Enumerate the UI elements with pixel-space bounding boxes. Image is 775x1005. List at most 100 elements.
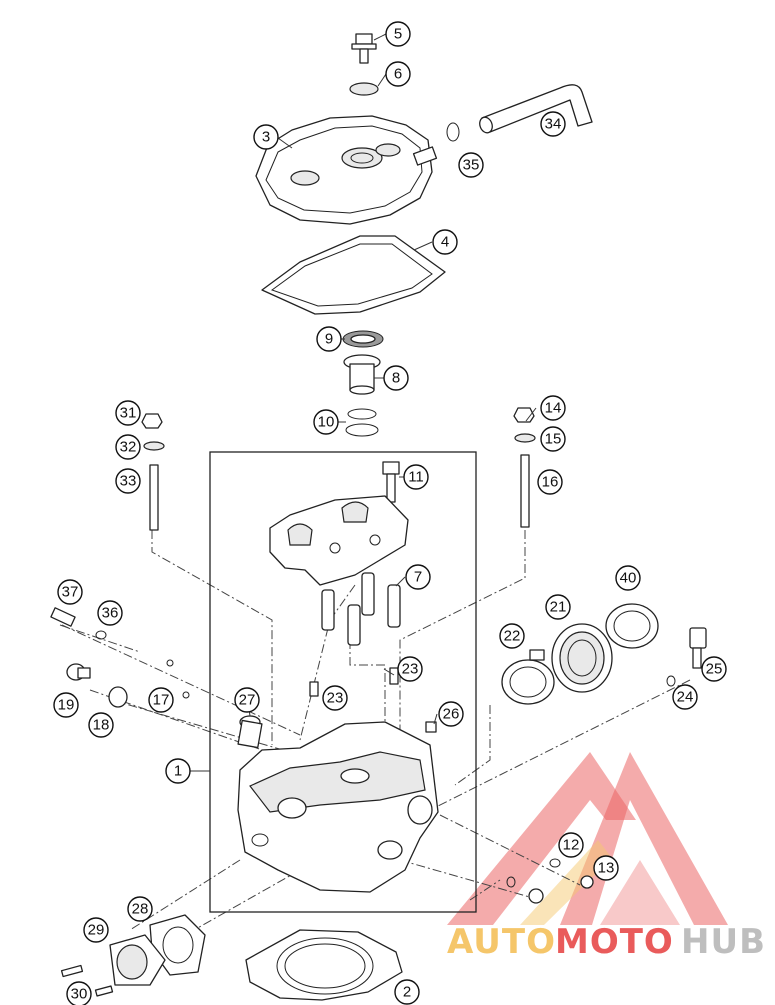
callout-29: 29 <box>83 917 109 943</box>
callout-3: 3 <box>253 124 279 150</box>
callout-28: 28 <box>127 896 153 922</box>
svg-text:32: 32 <box>120 439 137 456</box>
part-washer-lower <box>506 876 516 888</box>
part-o-rings-10 <box>345 408 379 437</box>
svg-text:18: 18 <box>93 717 110 734</box>
callout-31: 31 <box>115 400 141 426</box>
callout-15: 15 <box>540 426 566 452</box>
svg-text:13: 13 <box>598 860 615 877</box>
svg-text:7: 7 <box>414 569 422 586</box>
callout-8: 8 <box>383 365 409 391</box>
part-washer-6 <box>349 82 379 96</box>
svg-text:31: 31 <box>120 405 137 422</box>
svg-text:14: 14 <box>545 400 562 417</box>
svg-text:12: 12 <box>563 837 580 854</box>
callout-11: 11 <box>403 464 429 490</box>
watermark-logo <box>447 752 728 925</box>
part-plug-tube-8 <box>343 354 381 395</box>
svg-text:23: 23 <box>327 690 344 707</box>
svg-text:37: 37 <box>62 584 79 601</box>
svg-text:17: 17 <box>153 692 170 709</box>
part-clamp-40 <box>605 603 659 649</box>
part-washer-18 <box>108 686 128 708</box>
part-plug-26 <box>425 721 437 733</box>
part-cover-gasket-4 <box>261 235 446 315</box>
part-bolt-5 <box>351 33 377 64</box>
part-plug-19 <box>66 663 91 681</box>
svg-text:AUTO: AUTO <box>447 922 556 962</box>
part-seal-ring-9 <box>342 330 384 348</box>
part-plugs-17 <box>166 659 190 699</box>
callout-5: 5 <box>385 21 411 47</box>
callout-19: 19 <box>53 692 79 718</box>
callout-9: 9 <box>316 326 342 352</box>
svg-text:19: 19 <box>58 697 75 714</box>
svg-text:34: 34 <box>545 116 562 133</box>
svg-text:11: 11 <box>408 469 424 486</box>
part-camshaft-bridge <box>269 495 409 586</box>
svg-text:40: 40 <box>620 570 637 587</box>
part-flange-29 <box>109 934 166 986</box>
callout-17: 17 <box>148 687 174 713</box>
callout-12: 12 <box>558 832 584 858</box>
svg-text:36: 36 <box>102 605 119 622</box>
svg-text:HUB: HUB <box>681 922 766 962</box>
callout-21: 21 <box>545 594 571 620</box>
svg-text:29: 29 <box>88 922 105 939</box>
part-cylinder-head-1 <box>237 721 439 893</box>
callout-24: 24 <box>672 684 698 710</box>
callout-33: 33 <box>115 468 141 494</box>
part-intake-flange-21 <box>551 623 613 693</box>
svg-text:24: 24 <box>677 689 694 706</box>
callout-16: 16 <box>537 469 563 495</box>
callout-13: 13 <box>593 855 619 881</box>
callout-7: 7 <box>405 564 431 590</box>
svg-text:21: 21 <box>550 599 567 616</box>
svg-text:3: 3 <box>262 129 270 146</box>
callout-2: 2 <box>394 979 420 1005</box>
part-washer-12 <box>549 858 561 868</box>
part-sensor-25 <box>689 627 707 669</box>
callout-6: 6 <box>385 61 411 87</box>
callout-25: 25 <box>701 656 727 682</box>
callout-35: 35 <box>458 152 484 178</box>
part-dowels-23 <box>309 667 399 697</box>
svg-text:35: 35 <box>463 157 480 174</box>
callout-23b: 23 <box>322 685 348 711</box>
part-sensor-37 <box>50 607 76 627</box>
part-tube-27 <box>237 715 263 749</box>
part-hose-clamp-35 <box>446 122 460 142</box>
svg-text:4: 4 <box>441 234 449 251</box>
svg-text:MOTO: MOTO <box>555 922 674 962</box>
part-clamp-22 <box>501 649 555 705</box>
callout-1: 1 <box>165 758 191 784</box>
svg-text:33: 33 <box>120 473 137 490</box>
svg-text:10: 10 <box>318 414 335 431</box>
callout-30: 30 <box>66 981 92 1005</box>
part-stud-left <box>141 413 165 531</box>
callout-36: 36 <box>97 600 123 626</box>
callout-40: 40 <box>615 565 641 591</box>
part-head-gasket-2 <box>245 929 403 1001</box>
callout-26: 26 <box>438 701 464 727</box>
callout-32: 32 <box>115 434 141 460</box>
part-o-ring-24 <box>666 675 676 687</box>
svg-text:15: 15 <box>545 431 562 448</box>
callout-14: 14 <box>540 395 566 421</box>
callout-4: 4 <box>432 229 458 255</box>
svg-text:22: 22 <box>504 628 521 645</box>
watermark-text: AUTO MOTO HUB <box>447 922 766 962</box>
svg-text:23: 23 <box>402 661 419 678</box>
callout-23a: 23 <box>397 656 423 682</box>
svg-text:9: 9 <box>325 331 333 348</box>
svg-text:27: 27 <box>239 692 256 709</box>
svg-text:28: 28 <box>132 901 149 918</box>
callout-18: 18 <box>88 712 114 738</box>
svg-text:2: 2 <box>403 984 411 1001</box>
part-valve-cover-3 <box>255 115 438 225</box>
part-washer-36 <box>95 630 107 640</box>
part-plug-lower <box>528 888 544 904</box>
part-stud-right <box>513 407 536 528</box>
svg-text:8: 8 <box>392 370 400 387</box>
